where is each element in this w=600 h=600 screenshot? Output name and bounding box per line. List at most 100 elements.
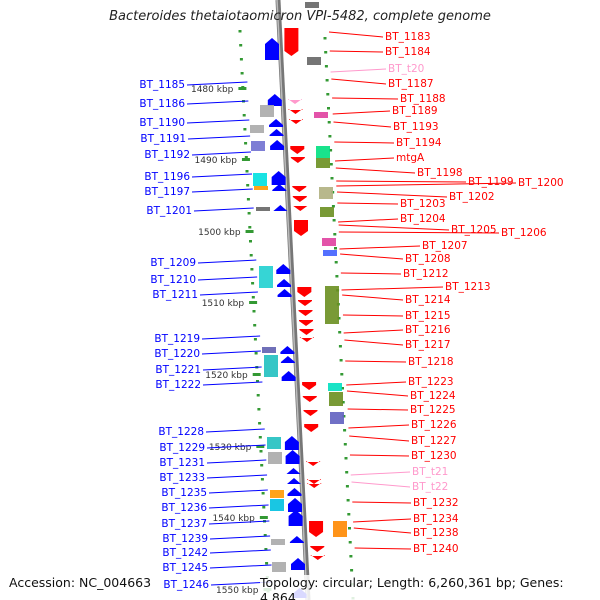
reverse-gene-arrow [310,555,325,560]
reverse-gene-arrow [303,410,318,416]
reverse-gene-arrow [299,337,314,342]
forward-gene-arrow [291,558,305,570]
gene-box [319,187,333,199]
tick-dot [326,93,330,96]
tick-dot [260,464,264,467]
map-title: Bacteroides thetaiotaomicron VPI-5482, c… [109,9,491,24]
tick-dot [329,163,333,166]
tick-dot [345,485,349,488]
tick-dot [348,527,351,530]
forward-gene-arrow [286,468,301,474]
gene-label-BT_1237: BT_1237 [161,518,207,530]
forward-gene-arrow [287,488,302,496]
gene-leader-line [202,366,262,371]
forward-gene-arrow [265,38,279,60]
kbp-tick [256,445,265,448]
gene-label-BT_1231: BT_1231 [159,457,205,469]
tick-dot [260,478,264,481]
gene-label-BT_1238: BT_1238 [413,527,459,539]
tick-dot [249,240,252,243]
gene-leader-line [187,135,251,140]
gene-label-BT_1215: BT_1215 [405,310,451,322]
gene-leader-line [209,535,271,540]
gene-label-BT_1192: BT_1192 [144,149,190,161]
tick-dot [349,555,353,558]
tick-dot [258,436,262,439]
tick-dot [343,429,347,432]
gene-label-BT_1228: BT_1228 [158,426,204,438]
gene-box [268,452,282,464]
reverse-gene-arrow [302,382,317,390]
gene-label-BT_1187: BT_1187 [388,78,434,90]
gene-leader-line [197,259,257,264]
gene-label-BT_1222: BT_1222 [155,379,201,391]
gene-label-BT_1246: BT_1246 [163,579,209,591]
tick-dot [242,114,246,117]
gene-box [259,266,273,288]
tick-dot [253,324,257,327]
tick-dot [343,443,347,446]
gene-leader-line [334,141,395,144]
gene-label-BT_1203: BT_1203 [400,198,446,210]
tick-dot [264,548,268,551]
gene-box [330,412,344,424]
tick-dot [240,72,244,75]
forward-gene-arrow [280,346,295,354]
gene-box [329,392,343,406]
gene-leader-line [336,182,517,187]
reverse-gene-arrow [284,28,299,56]
gene-label-BT_1214: BT_1214 [405,294,451,306]
reverse-gene-arrow [292,196,307,202]
gene-label-BT_1209: BT_1209 [150,257,196,269]
sequence-axis [275,0,311,600]
gene-leader-line [353,527,412,534]
gene-label-BT_1198: BT_1198 [417,167,463,179]
gene-box [262,347,276,353]
gene-label-BT_1186: BT_1186 [139,98,185,110]
tick-dot [247,212,251,215]
forward-gene-arrow [287,478,301,484]
forward-gene-arrow [276,264,291,274]
gene-leader-line [338,218,399,223]
tick-dot [331,205,335,208]
gene-label-BT_1197: BT_1197 [144,186,190,198]
gene-label-BT_1184: BT_1184 [385,46,431,58]
gene-leader-line [330,68,387,73]
gene-box [271,539,285,545]
tick-dot [262,506,266,509]
gene-leader-line [344,339,404,346]
gene-label-BT_1240: BT_1240 [413,543,459,555]
gene-box [333,521,347,537]
forward-gene-arrow [269,119,284,127]
kbp-tick [252,373,261,376]
tick-dot [350,569,354,572]
gene-leader-line [193,207,254,212]
reverse-gene-arrow [288,109,303,114]
tick-dot [239,58,243,61]
tick-dot [347,513,351,516]
gene-leader-line [349,435,410,442]
gene-label-BT_1205: BT_1205 [451,224,497,236]
gene-leader-line [206,459,267,464]
kbp-tick [238,87,247,90]
forward-gene-arrow [281,371,296,381]
gene-label-BT_1236: BT_1236 [161,502,207,514]
gene-box [325,286,339,324]
tick-dot [340,373,344,376]
gene-leader-line [208,520,270,525]
gene-label-BT_t22: BT_t22 [412,481,448,493]
gene-box [260,105,274,117]
gene-leader-line [331,78,387,85]
tick-dot [346,499,350,502]
forward-gene-arrow [272,184,287,191]
tick-dot [249,254,253,257]
gene-label-BT_1221: BT_1221 [155,364,201,376]
tick-dot [325,79,329,82]
tick-dot [254,352,258,355]
tick-dot [252,310,256,313]
gene-leader-line [351,481,411,488]
gene-label-BT_1242: BT_1242 [162,547,208,559]
reverse-gene-arrow [288,99,302,104]
reverse-gene-arrow [297,287,312,297]
